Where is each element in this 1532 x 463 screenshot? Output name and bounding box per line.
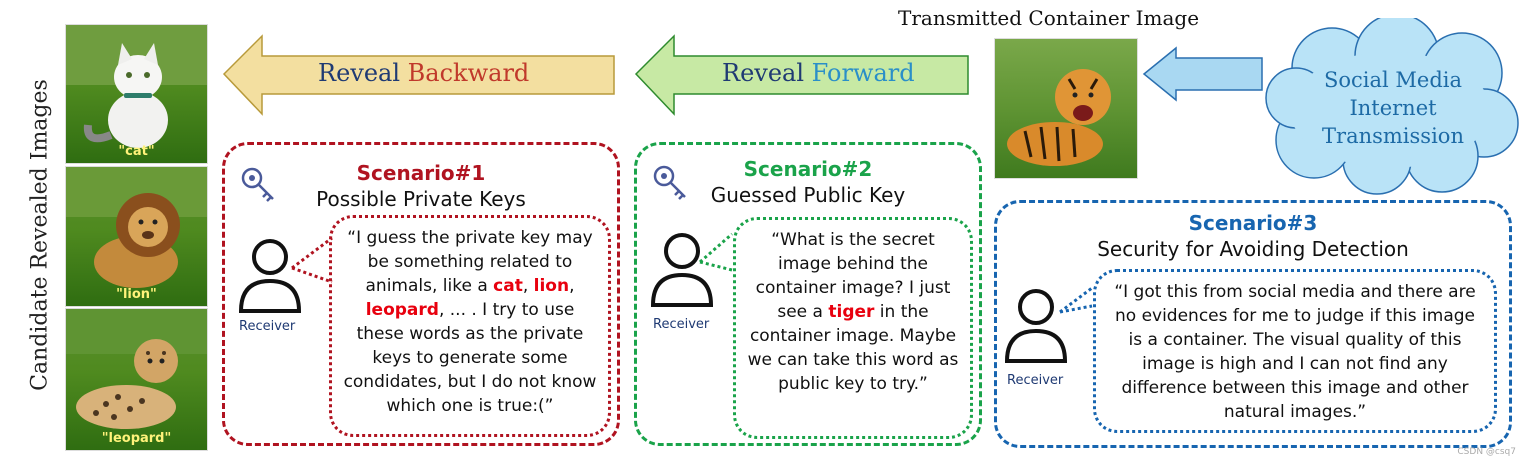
lion-thumbnail: "lion": [65, 166, 208, 307]
quote-1-part-2: ,: [522, 276, 534, 296]
reveal-backward-label: Reveal Backward: [318, 59, 529, 87]
reveal-backward-word2: Backward: [407, 59, 530, 87]
scenario-1-title: Scenario#1: [356, 161, 486, 185]
container-image: [994, 38, 1138, 179]
reveal-backward-arrow: [222, 34, 615, 116]
speech-connector-1: [291, 236, 333, 284]
quote-2-part-1: “What is the secret image behind the con…: [755, 230, 951, 322]
speech-connector-2: [699, 232, 733, 272]
receiver-person-icon: [1004, 289, 1068, 363]
lion-caption: "lion": [116, 287, 157, 302]
scenario-2-receiver-label: Receiver: [653, 317, 710, 332]
scenario-2-quote-bubble: “What is the secret image behind the con…: [733, 217, 973, 439]
reveal-forward-word1: Reveal: [722, 59, 805, 87]
scenario-1-quote-bubble: “I guess the private key may be somethin…: [329, 215, 611, 437]
quote-1-part-4: , ... . I try to use these words as the …: [343, 300, 597, 416]
keyword-tiger: tiger: [828, 302, 875, 322]
incoming-arrow: [1142, 46, 1263, 102]
scenario-3-panel: Scenario#3 Security for Avoiding Detecti…: [994, 200, 1512, 448]
scenario-1-receiver-label: Receiver: [239, 319, 296, 334]
quote-2-part-2: in the container image. Maybe we can tak…: [747, 302, 959, 394]
reveal-forward-label: Reveal Forward: [722, 59, 915, 87]
cloud-line-2: Internet: [1349, 96, 1437, 120]
scenario-1-subtitle: Possible Private Keys: [316, 187, 526, 211]
scenario-3-receiver-label: Receiver: [1007, 373, 1064, 388]
tiger-image-icon: [1007, 69, 1111, 166]
receiver-person-icon: [650, 233, 714, 307]
scenario-3-quote-bubble: “I got this from social media and there …: [1093, 269, 1497, 433]
speech-connector-3: [1059, 286, 1093, 314]
cat-caption: "cat": [118, 144, 155, 159]
key-icon: [653, 165, 686, 200]
reveal-forward-word2: Forward: [811, 59, 915, 87]
scenario-1-panel: Scenario#1 Possible Private Keys Receive…: [222, 142, 620, 446]
cat-thumbnail: "cat": [65, 24, 208, 164]
container-title: Transmitted Container Image: [898, 6, 1200, 30]
quote-1-part-1: “I guess the private key may be somethin…: [347, 228, 593, 296]
leopard-thumbnail: "leopard": [65, 308, 208, 451]
reveal-forward-arrow: [634, 34, 969, 116]
scenario-2-subtitle: Guessed Public Key: [710, 183, 906, 207]
quote-3-text: “I got this from social media and there …: [1114, 282, 1476, 422]
keyword-lion: lion: [533, 276, 570, 296]
leopard-image-icon: [66, 309, 207, 429]
cloud-label: Social Media Internet Transmission: [1262, 66, 1524, 156]
quote-1-part-3: ,: [569, 276, 575, 296]
keyword-cat: cat: [493, 276, 523, 296]
scenario-3-title: Scenario#3: [1188, 211, 1318, 235]
scenario-2-panel: Scenario#2 Guessed Public Key Receiver “…: [634, 142, 982, 446]
receiver-person-icon: [238, 239, 302, 313]
key-icon: [241, 167, 274, 202]
scenario-2-title: Scenario#2: [743, 157, 873, 181]
cloud-line-3: Transmission: [1322, 124, 1464, 148]
cloud-shape: [1265, 18, 1519, 195]
leopard-caption: "leopard": [101, 431, 172, 446]
watermark: CSDN @csq7: [1457, 447, 1516, 457]
lion-image-icon: [66, 167, 207, 288]
keyword-leopard: leopard: [365, 300, 439, 320]
scenario-3-subtitle: Security for Avoiding Detection: [1097, 237, 1409, 261]
reveal-backward-word1: Reveal: [318, 59, 401, 87]
cat-image-icon: [66, 25, 207, 148]
cloud-line-1: Social Media: [1323, 68, 1463, 92]
